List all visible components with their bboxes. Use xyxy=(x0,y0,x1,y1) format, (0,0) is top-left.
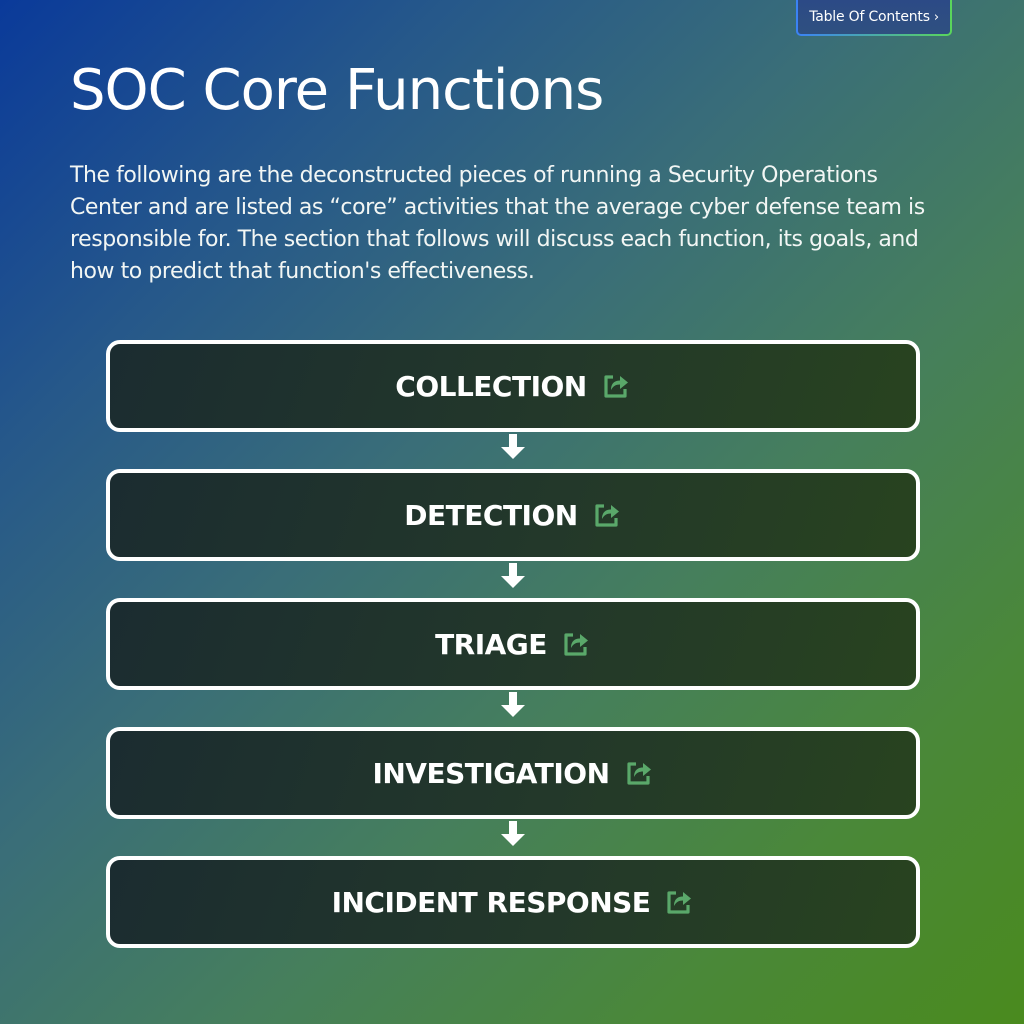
step-triage[interactable]: TRIAGE xyxy=(106,598,920,690)
external-link-icon[interactable] xyxy=(592,500,622,530)
step-label: INVESTIGATION xyxy=(372,756,610,790)
external-link-icon[interactable] xyxy=(664,887,694,917)
flow-arrow xyxy=(106,561,920,598)
table-of-contents-button[interactable]: Table Of Contents › xyxy=(796,0,952,36)
flow-arrow xyxy=(106,432,920,469)
table-of-contents-label: Table Of Contents xyxy=(809,9,930,25)
step-investigation[interactable]: INVESTIGATION xyxy=(106,727,920,819)
step-collection[interactable]: COLLECTION xyxy=(106,340,920,432)
page-title: SOC Core Functions xyxy=(70,58,604,123)
intro-paragraph: The following are the deconstructed piec… xyxy=(70,163,925,284)
step-incident-response[interactable]: INCIDENT RESPONSE xyxy=(106,856,920,948)
step-label: INCIDENT RESPONSE xyxy=(331,885,651,919)
flow-arrow xyxy=(106,819,920,856)
soc-functions-flow: COLLECTION DETECTION TRIAGE xyxy=(106,340,920,948)
step-detection[interactable]: DETECTION xyxy=(106,469,920,561)
step-label: TRIAGE xyxy=(435,627,547,661)
step-label: DETECTION xyxy=(404,498,578,532)
external-link-icon[interactable] xyxy=(601,371,631,401)
external-link-icon[interactable] xyxy=(561,629,591,659)
chevron-right-icon: › xyxy=(933,9,939,25)
external-link-icon[interactable] xyxy=(624,758,654,788)
step-label: COLLECTION xyxy=(395,369,587,403)
flow-arrow xyxy=(106,690,920,727)
